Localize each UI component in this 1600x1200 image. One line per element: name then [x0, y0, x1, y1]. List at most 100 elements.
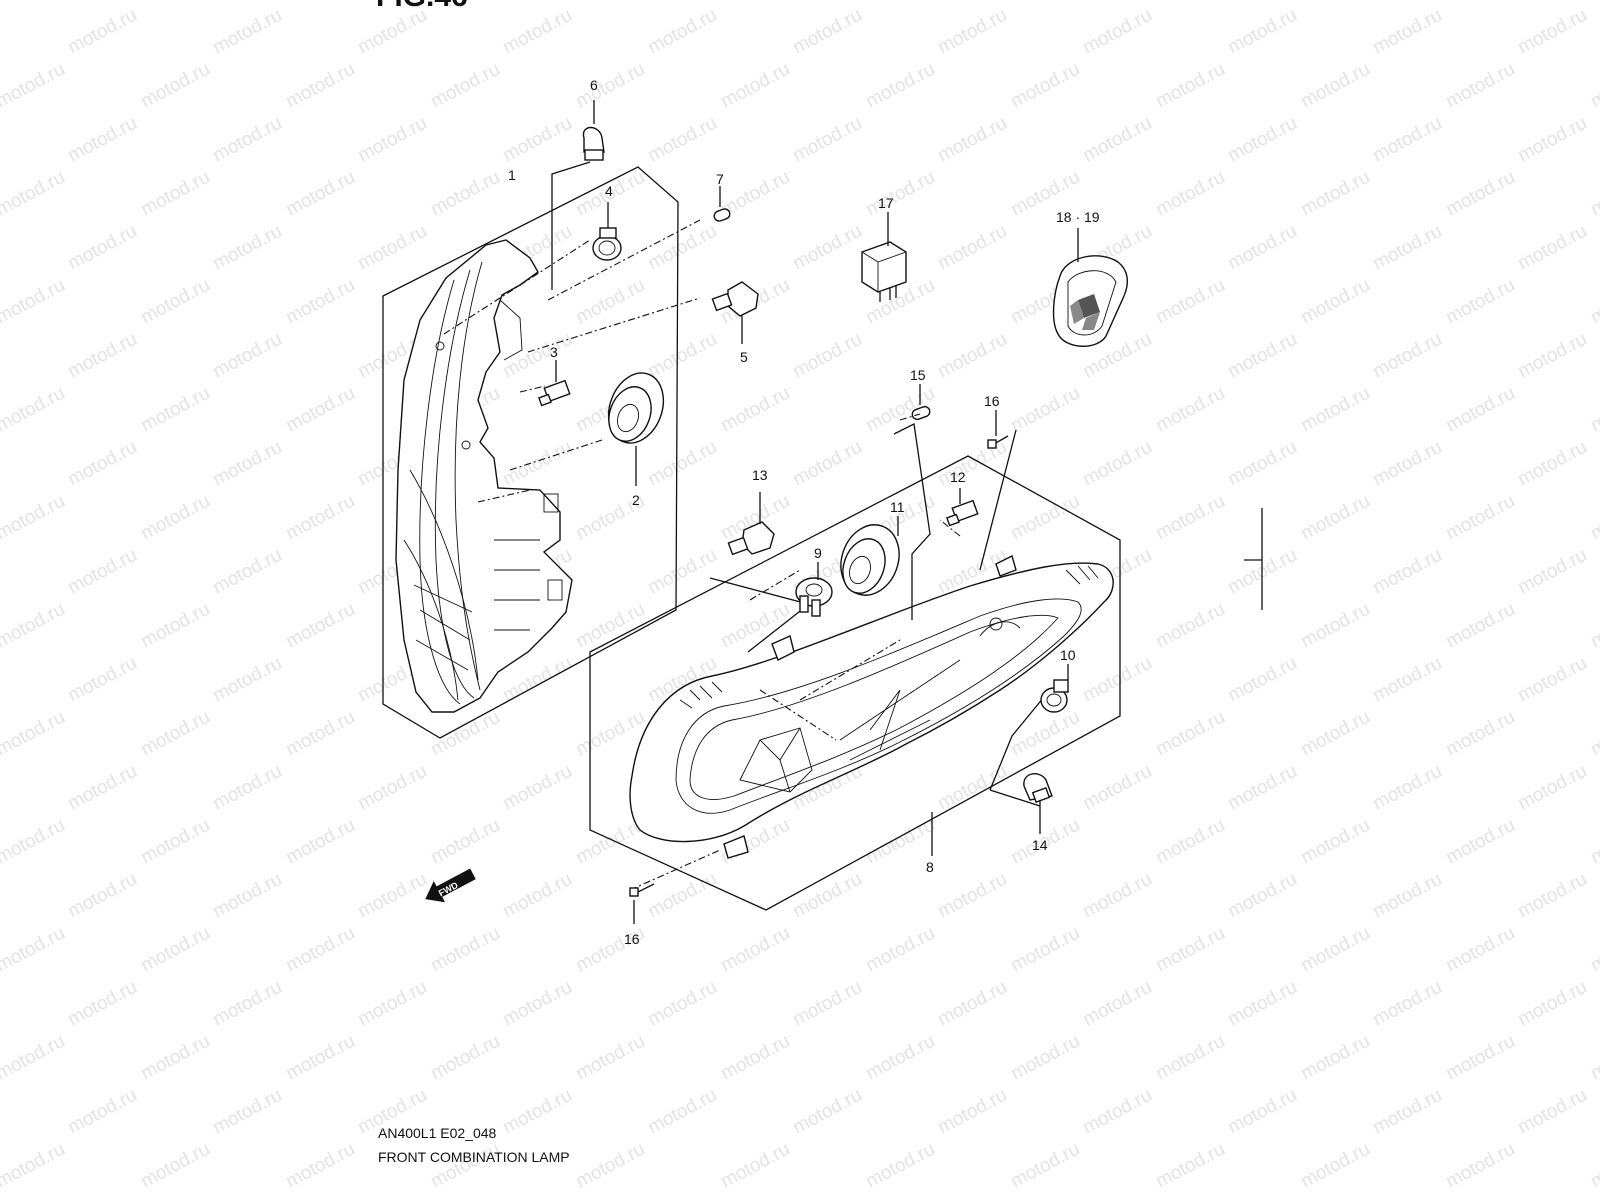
watermark-text: motod.ru [644, 869, 720, 923]
watermark-text: motod.ru [1297, 923, 1373, 977]
watermark-text: motod.ru [934, 221, 1010, 275]
watermark-text: motod.ru [0, 1139, 69, 1193]
watermark-text: motod.ru [209, 5, 285, 59]
drawing-title: FRONT COMBINATION LAMP [378, 1149, 570, 1165]
watermark-text: motod.ru [137, 383, 213, 437]
watermark-text: motod.ru [1224, 113, 1300, 167]
watermark-text: motod.ru [209, 761, 285, 815]
socket-9 [795, 562, 833, 617]
watermark-text: motod.ru [0, 1031, 69, 1085]
watermark-text: motod.ru [209, 653, 285, 707]
watermark-text: motod.ru [137, 1139, 213, 1193]
callout-3: 3 [550, 344, 558, 360]
watermark-text: motod.ru [717, 1139, 793, 1193]
watermark-text: motod.ru [789, 329, 865, 383]
watermark-text: motod.ru [1514, 221, 1590, 275]
watermark-text: motod.ru [354, 869, 430, 923]
callout-5: 5 [740, 349, 748, 365]
callout-11: 11 [890, 499, 905, 515]
watermark-text: motod.ru [282, 707, 358, 761]
watermark-text: motod.ru [1224, 329, 1300, 383]
watermark-text: motod.ru [1587, 383, 1600, 437]
watermark-text: motod.ru [1369, 1085, 1445, 1139]
figure-heading: FIG.46 [376, 0, 468, 13]
watermark-text: motod.ru [1514, 869, 1590, 923]
watermark-text: motod.ru [499, 977, 575, 1031]
watermark-text: motod.ru [0, 491, 69, 545]
watermark-text: motod.ru [862, 923, 938, 977]
watermark-text: motod.ru [862, 59, 938, 113]
watermark-text: motod.ru [64, 221, 140, 275]
watermark-text: motod.ru [209, 329, 285, 383]
callout-7: 7 [716, 171, 724, 187]
watermark-text: motod.ru [1514, 113, 1590, 167]
watermark-text: motod.ru [282, 815, 358, 869]
watermark-text: motod.ru [1079, 653, 1155, 707]
watermark-text: motod.ru [64, 113, 140, 167]
watermark-text: motod.ru [1152, 1031, 1228, 1085]
reflector-18-19 [1052, 228, 1129, 347]
watermark-text: motod.ru [1079, 869, 1155, 923]
watermark-text: motod.ru [1514, 761, 1590, 815]
bulb-14 [1023, 773, 1053, 834]
watermark-text: motod.ru [137, 0, 213, 4]
watermark-text: motod.ru [862, 1139, 938, 1193]
watermark-text: motod.ru [1297, 599, 1373, 653]
watermark-text: motod.ru [1587, 707, 1600, 761]
right-lamp-assembly [589, 413, 1121, 911]
bulb-7 [713, 186, 731, 222]
watermark-text: motod.ru [1297, 0, 1373, 4]
watermark-text: motod.ru [282, 923, 358, 977]
bulb-13 [727, 492, 775, 556]
screw-16-bottom [629, 883, 655, 924]
watermark-text: motod.ru [1152, 1139, 1228, 1193]
callout-16-top: 16 [984, 393, 1000, 409]
watermark-text: motod.ru [1152, 707, 1228, 761]
watermark-text: motod.ru [0, 707, 69, 761]
callout-16-bottom: 16 [624, 931, 640, 947]
watermark-text: motod.ru [1224, 221, 1300, 275]
watermark-text: motod.ru [1152, 275, 1228, 329]
watermark-text: motod.ru [499, 113, 575, 167]
watermark-text: motod.ru [209, 221, 285, 275]
drawing-code: AN400L1 E02_048 [378, 1125, 497, 1141]
watermark-text: motod.ru [717, 383, 793, 437]
bulb-15 [911, 384, 931, 421]
watermark-text: motod.ru [1442, 923, 1518, 977]
watermark-text: motod.ru [1079, 437, 1155, 491]
watermark-text: motod.ru [427, 1139, 503, 1193]
watermark-text: motod.ru [717, 0, 793, 4]
watermark-text: motod.ru [499, 437, 575, 491]
watermark-text: motod.ru [862, 167, 938, 221]
watermark-text: motod.ru [427, 707, 503, 761]
watermark-text: motod.ru [644, 329, 720, 383]
watermark-text: motod.ru [282, 0, 358, 4]
watermark-text: motod.ru [0, 0, 69, 4]
watermark-text: motod.ru [427, 815, 503, 869]
bulb-3 [538, 360, 571, 407]
watermark-text: motod.ru [1224, 1085, 1300, 1139]
callout-4: 4 [605, 183, 613, 199]
watermark-text: motod.ru [64, 437, 140, 491]
watermark-text: motod.ru [0, 167, 69, 221]
watermark-text: motod.ru [1587, 59, 1600, 113]
callout-8: 8 [926, 859, 934, 875]
watermark-text: motod.ru [862, 1031, 938, 1085]
watermark-text: motod.ru [789, 1085, 865, 1139]
watermark-text: motod.ru [1514, 545, 1590, 599]
watermark-text: motod.ru [282, 491, 358, 545]
watermark-text: motod.ru [1587, 923, 1600, 977]
watermark-text: motod.ru [934, 437, 1010, 491]
bulb-6 [582, 100, 605, 161]
callout-13: 13 [752, 467, 768, 483]
watermark-text: motod.ru [1297, 275, 1373, 329]
watermark-text: motod.ru [282, 275, 358, 329]
watermark-text: motod.ru [427, 167, 503, 221]
callout-10: 10 [1060, 647, 1076, 663]
watermark-text: motod.ru [427, 923, 503, 977]
watermark-text: motod.ru [1587, 599, 1600, 653]
watermark-text: motod.ru [789, 221, 865, 275]
watermark-text: motod.ru [934, 1085, 1010, 1139]
watermark-text: motod.ru [572, 59, 648, 113]
leader-9a [709, 577, 809, 605]
